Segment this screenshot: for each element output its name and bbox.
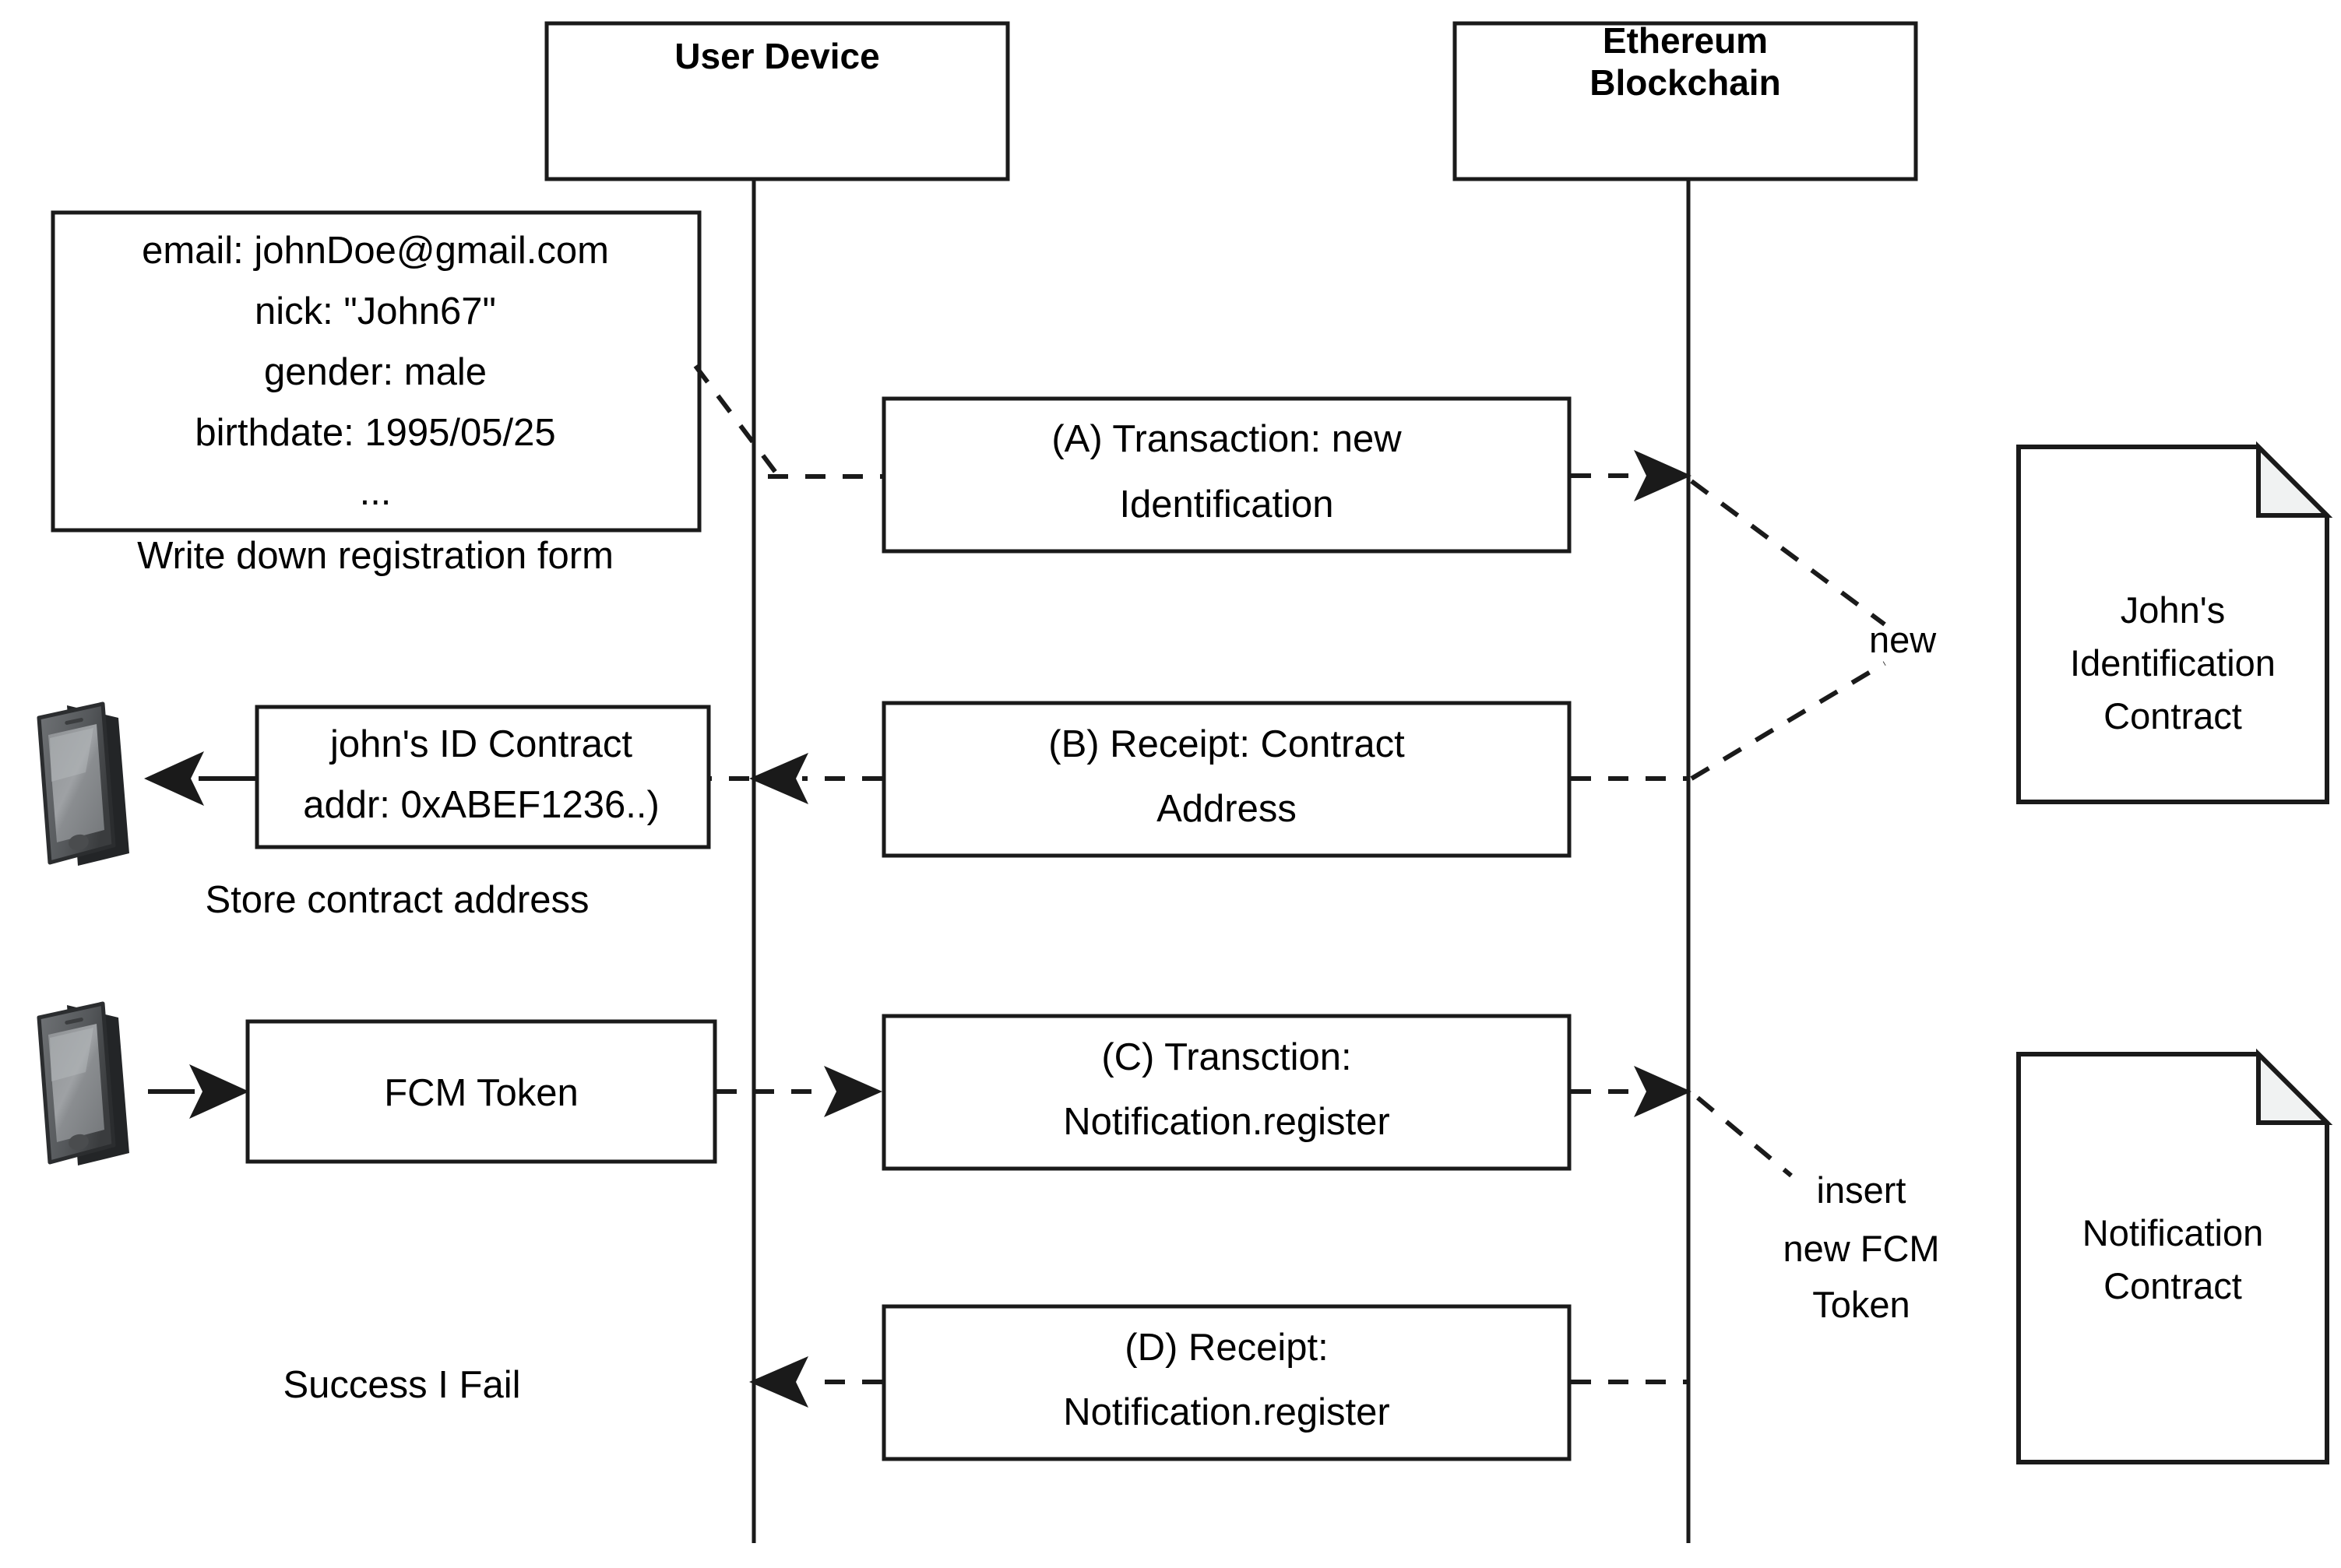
lifeline-label-ethereum-blockchain-line2: Blockchain xyxy=(1589,62,1780,103)
message-box-c[interactable] xyxy=(882,1014,1572,1171)
lifeline-header-ethereum-blockchain[interactable] xyxy=(1452,21,1918,181)
fcm-token-label: FCM Token xyxy=(384,1072,579,1114)
arrow-phone-to-fcm-token xyxy=(148,1064,249,1119)
smartphone-icon xyxy=(37,1001,129,1165)
edge-label-insert-line3: Token xyxy=(1812,1284,1910,1325)
message-d-line1: (D) Receipt: xyxy=(1125,1327,1328,1369)
message-c-line2: Notification.register xyxy=(1063,1101,1389,1143)
lifeline-header-user-device[interactable] xyxy=(544,21,1010,181)
registration-form-line-gender: gender: male xyxy=(264,351,487,393)
stored-contract-box[interactable] xyxy=(255,705,711,849)
registration-form-box[interactable] xyxy=(51,210,702,533)
stored-contract-caption: Store contract address xyxy=(206,879,590,921)
message-b-line2: Address xyxy=(1156,788,1297,830)
connector-blockchain-to-id-contract xyxy=(1690,479,1886,627)
message-a-line2: Identification xyxy=(1119,483,1333,526)
registration-form-line-nick: nick: "John67" xyxy=(255,290,496,332)
message-b-line1: (B) Receipt: Contract xyxy=(1048,723,1405,765)
lifeline-label-ethereum-blockchain-line1: Ethereum xyxy=(1603,20,1768,61)
smartphone-icon xyxy=(37,701,129,866)
document-john-identification-contract[interactable] xyxy=(2016,441,2333,804)
registration-form-caption: Write down registration form xyxy=(137,535,614,577)
arrow-message-c-to-blockchain xyxy=(1571,1066,1692,1117)
stored-contract-line2: addr: 0xABEF1236..) xyxy=(303,784,660,826)
message-a-line1: (A) Transaction: new xyxy=(1051,418,1402,460)
arrow-message-d-to-user xyxy=(749,1356,882,1408)
message-box-b[interactable] xyxy=(882,701,1572,858)
edge-label-insert-line1: insert xyxy=(1817,1169,1906,1211)
lifeline-label-user-device: User Device xyxy=(674,36,879,76)
connector-blockchain-to-notification-contract xyxy=(1696,1095,1793,1178)
arrow-message-b-to-user xyxy=(749,753,882,804)
connector-form-to-message-a xyxy=(693,364,882,479)
message-d-line2: Notification.register xyxy=(1063,1391,1389,1433)
document-notification-contract[interactable] xyxy=(2016,1048,2333,1464)
connector-receipt-to-id-contract xyxy=(1690,661,1886,781)
registration-form-line-ellipsis: ... xyxy=(360,471,392,513)
document-1-line1: John's xyxy=(2121,589,2225,631)
stored-contract-line1: john's ID Contract xyxy=(329,723,632,765)
document-2-line1: Notification xyxy=(2082,1212,2264,1253)
edge-label-insert-line2: new FCM xyxy=(1783,1228,1939,1269)
fcm-token-box[interactable] xyxy=(245,1019,717,1164)
document-2-line2: Contract xyxy=(2103,1265,2242,1306)
arrow-fcm-token-to-message-c xyxy=(716,1066,882,1117)
edge-label-new: new xyxy=(1869,619,1937,660)
registration-form-line-birthdate: birthdate: 1995/05/25 xyxy=(195,412,555,454)
arrow-stored-contract-to-phone xyxy=(144,751,257,806)
document-1-line3: Contract xyxy=(2103,695,2242,737)
message-box-d[interactable] xyxy=(882,1304,1572,1461)
registration-form-line-email: email: johnDoe@gmail.com xyxy=(142,230,609,272)
message-box-a[interactable] xyxy=(882,396,1572,554)
arrow-message-a-to-blockchain xyxy=(1571,450,1692,501)
document-1-line2: Identification xyxy=(2070,642,2276,684)
message-c-line1: (C) Transction: xyxy=(1101,1036,1351,1078)
result-label: Success I Fail xyxy=(283,1364,521,1406)
